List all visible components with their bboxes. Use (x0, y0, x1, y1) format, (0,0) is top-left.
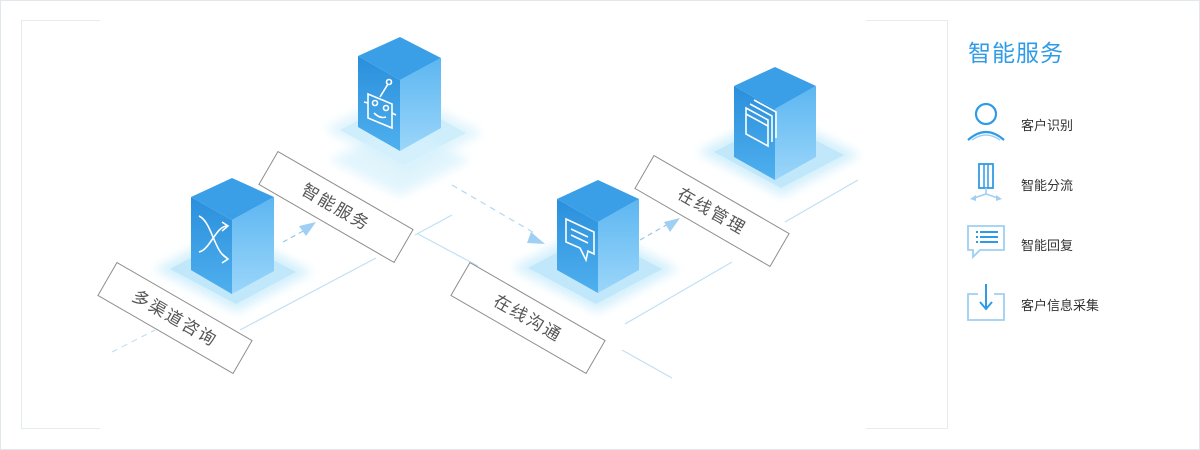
arrow-head (664, 218, 680, 232)
shuffle-icon (198, 215, 230, 264)
windows-icon (745, 99, 777, 148)
cube-face-right (232, 197, 274, 294)
robot-icon (363, 78, 397, 130)
feature-label: 智能回复 (1021, 238, 1074, 253)
glow-platform-lower (330, 125, 470, 196)
arrow-head (299, 222, 316, 236)
feature-item-customer-identify: 客户识别 (964, 100, 1184, 146)
connector-line (451, 184, 537, 235)
stage-online-manage (698, 67, 860, 196)
cube-face-left (191, 197, 232, 294)
cube-face-left (734, 86, 775, 180)
download-box-icon (967, 284, 1005, 321)
feature-item-smart-routing: 智能分流 (964, 160, 1184, 206)
feature-label: 客户信息采集 (1021, 298, 1100, 313)
panel-title: 智能服务 (968, 40, 1064, 66)
connector-line (282, 229, 306, 243)
cube-face-top (358, 37, 441, 80)
connector-line (239, 257, 377, 331)
cube-face-top (557, 180, 639, 222)
cube-face-right (598, 199, 639, 293)
connector-line (414, 214, 453, 236)
frame-gap-bottom (100, 426, 866, 429)
stage-multichannel (155, 178, 312, 312)
connector-line (784, 179, 859, 223)
connector-line (624, 261, 733, 325)
connector-line (621, 349, 673, 379)
feature-label: 客户识别 (1021, 118, 1074, 133)
split-flow-icon (970, 163, 1002, 201)
cube-face-right (775, 86, 816, 180)
reply-list-icon (967, 225, 1005, 260)
frame-gap-top (100, 19, 866, 22)
feature-label: 智能分流 (1021, 178, 1074, 193)
connector-line (639, 223, 669, 241)
user-icon (967, 102, 1005, 141)
connector-line (111, 329, 156, 353)
cube-face-left (557, 199, 598, 293)
workflow-diagram: 多渠道咨询 智能服务 在线沟通 在线管理 (97, 37, 860, 379)
stage-smart-service (325, 37, 482, 196)
cube-face-top (191, 178, 274, 220)
chat-icon (565, 217, 595, 263)
cube-face-top (734, 67, 816, 109)
feature-item-smart-reply: 智能回复 (964, 220, 1184, 266)
connector-line (417, 233, 479, 267)
connector-lines (111, 179, 859, 379)
arrow-head (527, 232, 545, 244)
feature-item-info-collect: 客户信息采集 (964, 280, 1184, 326)
cube-face-right (400, 58, 441, 151)
stage-online-chat (512, 180, 678, 312)
feature-panel: 智能服务 客户识别 智能分流 智能回复 (946, 0, 1200, 450)
